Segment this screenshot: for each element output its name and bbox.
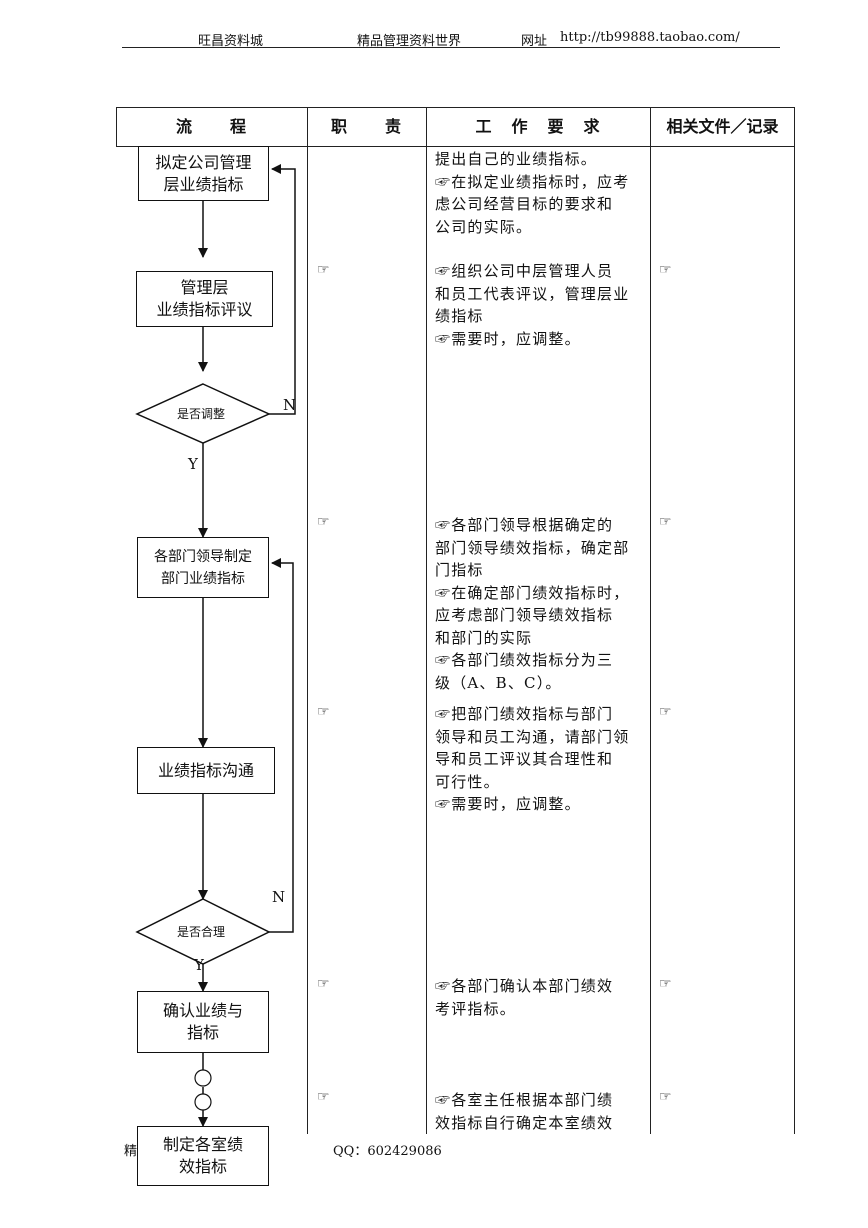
- footer-qq: QQ：602429086: [333, 1144, 442, 1159]
- table-header-rule: [116, 146, 794, 147]
- col-header-flow: 流 程: [175, 117, 248, 136]
- table-top-rule: [116, 107, 794, 108]
- decision-reasonable-no: N: [272, 888, 286, 906]
- table-col-rule-1: [307, 107, 308, 1134]
- decision-adjust-yes: Y: [188, 455, 198, 473]
- decision-reasonable-yes: Y: [194, 956, 204, 974]
- docs-mark-2: ☞: [659, 514, 672, 530]
- decision-adjust-no: N: [283, 396, 297, 414]
- col-header-duty: 职 责: [330, 117, 403, 136]
- flow-step-draft-mgmt-indicators: 拟定公司管理层业绩指标: [138, 146, 269, 201]
- decision-reasonable-shape: [135, 898, 271, 965]
- flow-step-mgmt-review: 管理层业绩指标评议: [136, 271, 273, 327]
- requirements-block-1: 提出自己的业绩指标。☞在拟定业绩指标时，应考 虑公司经营目标的要求和公司的实际。: [435, 150, 630, 236]
- requirements-block-6: ☞各室主任根据本部门绩效指标自行确定本室绩效: [435, 1091, 614, 1132]
- decision-reasonable-label: 是否合理: [177, 925, 226, 939]
- footer-left: 精: [124, 1144, 138, 1159]
- connector-circle-1: [194, 1069, 212, 1087]
- header-left: 旺昌资料城: [198, 34, 264, 49]
- table-left-rule: [116, 107, 117, 147]
- header-rule: [122, 47, 780, 48]
- docs-mark-5: ☞: [659, 1089, 672, 1105]
- requirements-block-4: ☞把部门绩效指标与部门领导和员工沟通，请部门领 导和员工评议其合理性和可行性。 …: [435, 705, 630, 813]
- duty-mark-4: ☞: [317, 976, 330, 992]
- flow-step-communication: 业绩指标沟通: [137, 747, 275, 794]
- flow-step-confirm: 确认业绩与指标: [137, 991, 269, 1053]
- duty-mark-2: ☞: [317, 514, 330, 530]
- table-right-rule: [794, 107, 795, 1134]
- table-col-rule-3: [650, 107, 651, 1134]
- flow-step-office-indicators: 制定各室绩效指标: [137, 1126, 269, 1186]
- connector-circle-2: [194, 1093, 212, 1111]
- requirements-block-5: ☞各部门确认本部门绩效考评指标。: [435, 977, 614, 1018]
- duty-mark-3: ☞: [317, 704, 330, 720]
- table-col-rule-2: [426, 107, 427, 1134]
- requirements-block-3: ☞各部门领导根据确定的部门领导绩效指标，确定部 门指标☞在确定部门绩效指标时， …: [435, 516, 630, 692]
- docs-mark-3: ☞: [659, 704, 672, 720]
- header-center: 精品管理资料世界: [357, 34, 462, 49]
- docs-mark-1: ☞: [659, 262, 672, 278]
- header-url[interactable]: http://tb99888.taobao.com/: [560, 30, 740, 45]
- requirements-block-2: ☞组织公司中层管理人员和员工代表评议，管理层业 绩指标☞需要时，应调整。: [435, 262, 630, 348]
- col-header-requirements: 工 作 要 求: [475, 117, 602, 136]
- col-header-documents: 相关文件／记录: [666, 117, 779, 136]
- duty-mark-1: ☞: [317, 262, 330, 278]
- header-url-label: 网址: [521, 34, 548, 49]
- flow-step-dept-indicators: 各部门领导制定部门业绩指标: [137, 537, 269, 598]
- decision-adjust-label: 是否调整: [177, 407, 226, 421]
- decision-adjust-shape: [135, 383, 271, 444]
- docs-mark-4: ☞: [659, 976, 672, 992]
- duty-mark-5: ☞: [317, 1089, 330, 1105]
